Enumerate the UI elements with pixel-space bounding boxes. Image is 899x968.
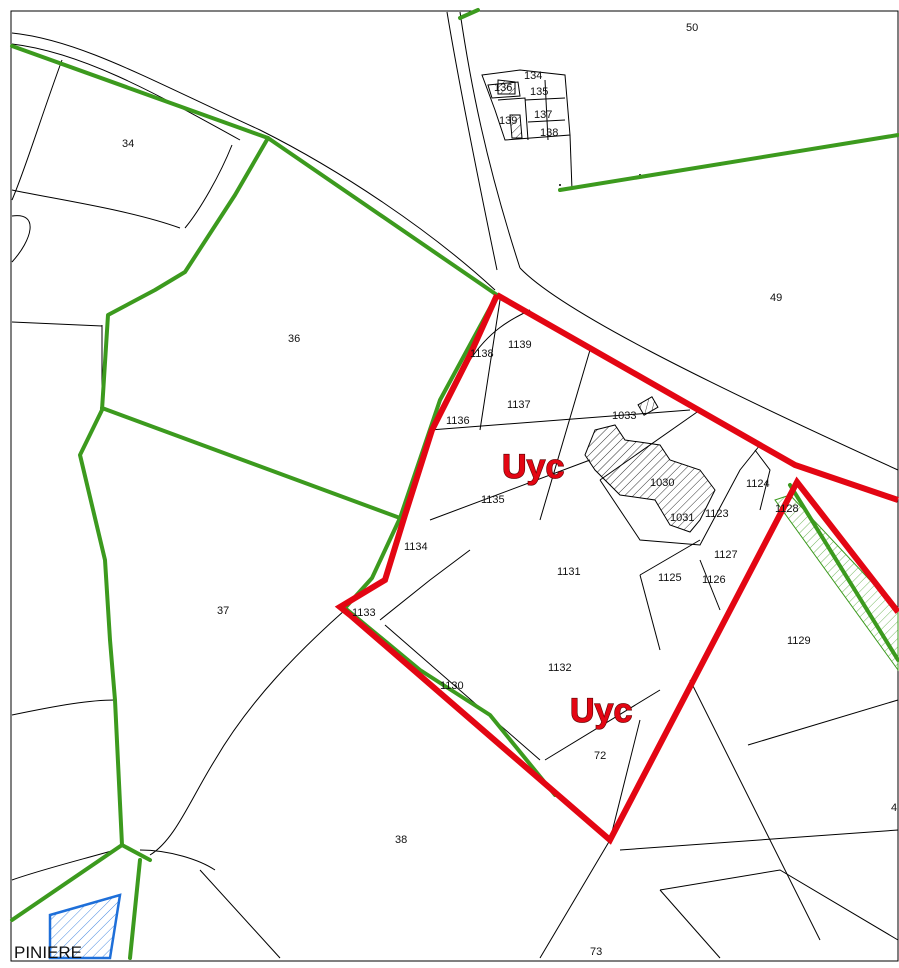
parcel-label: 1030 [650,477,674,489]
parcel-label: 1132 [548,662,572,674]
parcel-label: 1137 [507,399,531,411]
parcel-label: 1033 [612,410,636,422]
parcel-label: 72 [594,750,606,762]
parcel-label: 139 [499,115,517,127]
parcel-label: 73 [590,946,602,958]
parcel-label: 1136 [446,415,470,427]
parcel-label: 1138 [470,348,494,360]
parcel-numbers: 50 134 135 136 137 139 138 34 36 49 1138… [122,22,897,958]
zone-boundary-uyc [334,292,899,845]
parcel-label: 137 [534,109,552,121]
parcel-label: 1133 [352,607,376,619]
blue-hatched-zone [48,893,122,960]
parcel-label: 135 [530,86,548,98]
parcel-label: 1130 [440,680,464,692]
parcel-label: 49 [770,292,782,304]
parcel-label: 1128 [775,503,799,515]
parcel-label: 38 [395,834,407,846]
parcel-label: 138 [540,127,558,139]
zone-label-lower: Uyc [570,692,632,730]
parcel-boundaries [11,11,899,959]
parcel-label: 34 [122,138,134,150]
parcel-label: 36 [288,333,300,345]
map-border [10,10,899,962]
green-boundaries [10,8,899,960]
parcel-label: 1127 [714,549,738,561]
parcel-label: 1124 [746,478,770,490]
bottom-area-label: PINIERE [14,943,82,962]
parcel-label: 4 [891,802,897,814]
parcel-label: 1129 [787,635,811,647]
parcel-label: 1135 [481,494,505,506]
zone-label-upper: Uyc [502,448,564,486]
parcel-label: 136 [494,82,512,94]
parcel-label: 134 [524,70,542,82]
parcel-label: 1126 [702,574,726,586]
parcel-label: 37 [217,605,229,617]
parcel-label: 1134 [404,541,428,553]
parcel-label: 1125 [658,572,682,584]
parcel-label: 1123 [705,508,729,520]
parcel-label: 1131 [557,566,581,578]
parcel-label: 1031 [670,512,694,524]
parcel-label: 1139 [508,339,532,351]
buildings [497,79,716,533]
parcel-label: 50 [686,22,698,34]
